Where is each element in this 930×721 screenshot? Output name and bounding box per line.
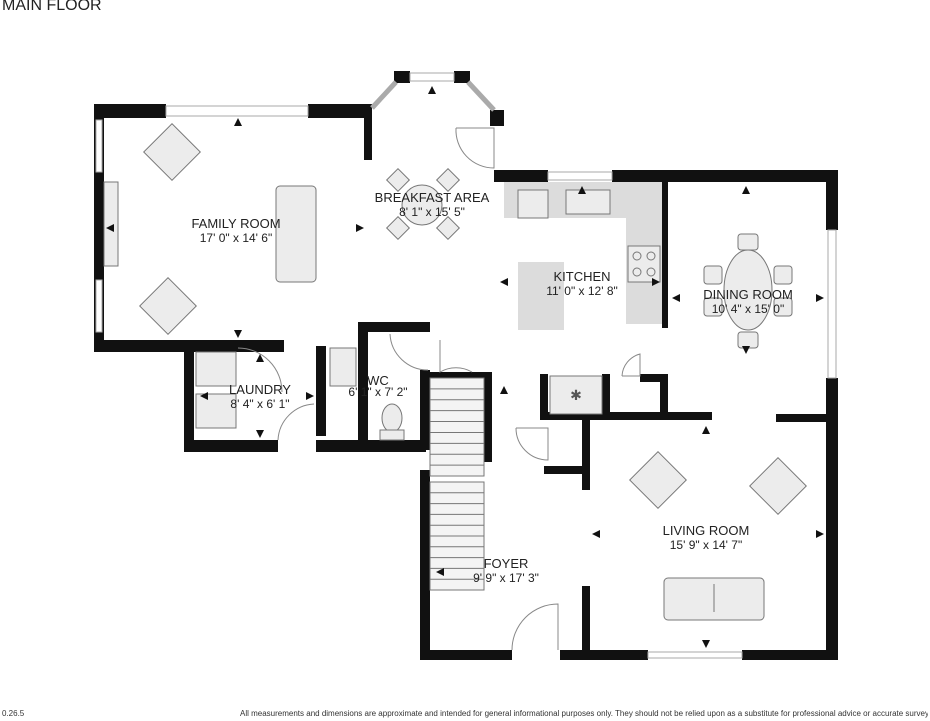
version-label: 0.26.5 — [2, 709, 25, 718]
dimension-arrows — [106, 86, 824, 648]
wall-laundry-left — [184, 346, 194, 452]
armchair-family-top — [143, 123, 201, 181]
svg-text:✱: ✱ — [570, 388, 582, 404]
wall-pantry-mid — [602, 374, 610, 420]
window-bay-front — [409, 72, 455, 82]
room-labels: FAMILY ROOM 17' 0" x 14' 6" BREAKFAST AR… — [191, 190, 792, 585]
door-laundry — [237, 347, 283, 393]
label-breakfast-area: BREAKFAST AREA — [375, 190, 490, 205]
stair-flight — [429, 377, 485, 477]
wall-stairs-right — [484, 372, 492, 462]
wall-wc-left — [358, 322, 368, 446]
window-family-top — [165, 105, 309, 117]
door-stairs — [439, 340, 473, 373]
wall-kitchen-top-left — [494, 170, 548, 182]
window-dining — [827, 229, 837, 379]
dims-wc: 6' 1" x 7' 2" — [348, 385, 407, 399]
label-family-room: FAMILY ROOM — [191, 216, 280, 231]
wall-living-top-right — [776, 414, 838, 422]
label-dining-room: DINING ROOM — [703, 287, 793, 302]
wall-wc-top — [358, 322, 430, 332]
wall-family-left — [94, 104, 104, 352]
window-kitchen — [547, 171, 613, 181]
dims-breakfast-area: 8' 1" x 15' 5" — [399, 205, 465, 219]
disclaimer-text: All measurements and dimensions are appr… — [240, 709, 928, 718]
dims-family-room: 17' 0" x 14' 6" — [200, 231, 272, 245]
door-closet — [515, 427, 549, 461]
hvac-unit — [549, 375, 603, 415]
furniture — [103, 123, 807, 621]
armchair-living-left — [629, 451, 687, 509]
wall-laundry-wc — [316, 346, 326, 436]
dims-kitchen: 11' 0" x 12' 8" — [546, 284, 618, 298]
washer — [195, 351, 237, 387]
walls — [94, 71, 838, 660]
window-family-left-bottom — [95, 279, 103, 333]
wall-foyer-left — [420, 470, 430, 660]
wall-closet-right — [582, 420, 590, 490]
wc-sink — [329, 347, 357, 387]
wall-living-bottom-right — [742, 650, 838, 660]
label-foyer: FOYER — [484, 556, 529, 571]
wall-dining-right-top — [826, 170, 838, 230]
floor-title: MAIN FLOOR — [2, 0, 102, 14]
armchair-family-bottom — [139, 277, 197, 335]
kitchen-island — [518, 262, 564, 330]
wall-stairs-top — [420, 372, 492, 378]
wall-laundry-bottom — [184, 440, 278, 452]
sofa-family — [275, 185, 317, 283]
label-wc: WC — [367, 373, 389, 388]
wall-wc-right — [420, 370, 430, 450]
wall-bay-corner — [490, 110, 504, 126]
dims-foyer: 9' 9" x 17' 3" — [473, 571, 539, 585]
wall-pantry-right — [660, 374, 668, 420]
wall-living-left-lower — [582, 586, 590, 660]
door-breakfast — [455, 127, 495, 169]
wall-family-top-left — [94, 104, 166, 118]
windows — [95, 72, 837, 659]
wall-family-top-right — [308, 104, 372, 118]
wall-family-breakfast — [364, 104, 372, 160]
kitchen-sink — [565, 189, 611, 215]
window-bay-left — [370, 80, 398, 110]
fireplace — [103, 181, 119, 267]
stairs — [429, 377, 485, 591]
wall-kitchen-top-right — [612, 170, 838, 182]
breakfast-table — [401, 184, 443, 226]
door-front — [511, 603, 559, 651]
label-kitchen: KITCHEN — [553, 269, 610, 284]
window-family-left-top — [95, 119, 103, 173]
door-wc — [389, 333, 429, 371]
dims-living-room: 15' 9" x 14' 7" — [670, 538, 742, 552]
window-living — [647, 651, 743, 659]
toilet-tank — [379, 429, 405, 441]
refrigerator — [517, 189, 549, 219]
wall-wc-bottom — [316, 440, 426, 452]
wall-bay-right — [454, 71, 470, 83]
wall-living-bottom-left — [560, 650, 648, 660]
armchair-living-right — [749, 457, 807, 515]
label-living-room: LIVING ROOM — [663, 523, 750, 538]
door-pantry — [621, 353, 641, 377]
fixtures: ✱ — [195, 182, 662, 441]
door-laundry-bottom — [277, 403, 315, 441]
label-laundry: LAUNDRY — [229, 382, 291, 397]
wall-pantry-bottom — [540, 412, 712, 420]
wall-pantry-left — [540, 374, 548, 420]
wall-closet-top — [640, 374, 666, 382]
dryer — [195, 393, 237, 429]
toilet — [381, 403, 403, 433]
window-bay-right — [466, 80, 496, 112]
doors — [237, 127, 641, 651]
wall-kitchen-dining — [662, 182, 668, 328]
wall-bay-left — [394, 71, 410, 83]
dims-dining-room: 10' 4" x 15' 0" — [712, 302, 784, 316]
wall-closet-bottom — [544, 466, 588, 474]
wall-right-lower — [826, 378, 838, 660]
dims-laundry: 8' 4" x 6' 1" — [230, 397, 289, 411]
stove — [627, 245, 661, 283]
wall-foyer-bottom — [420, 650, 512, 660]
